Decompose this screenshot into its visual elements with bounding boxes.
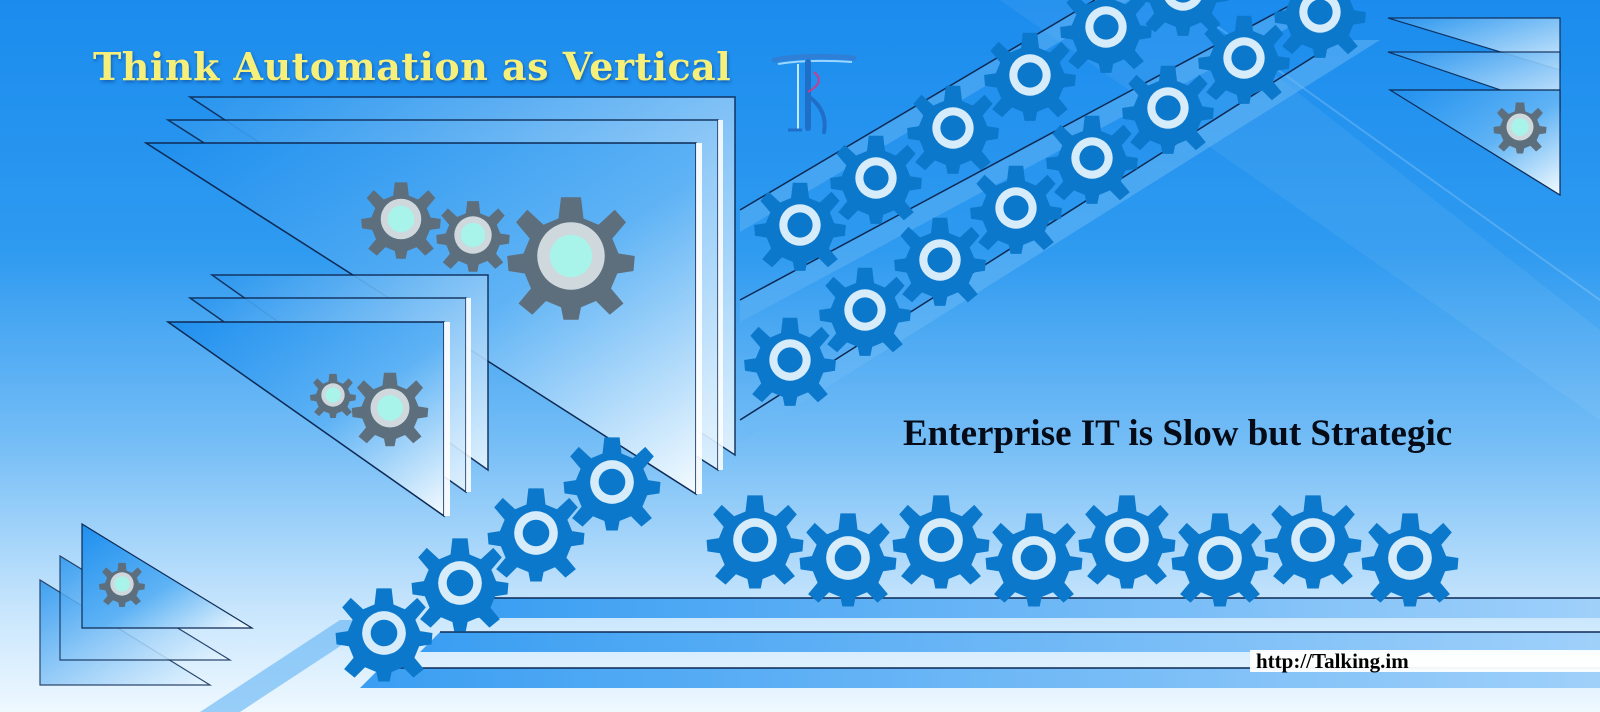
gear-icon xyxy=(1361,513,1459,607)
url-backing xyxy=(1250,650,1600,672)
gear-icon xyxy=(799,513,897,607)
small-glass-panels xyxy=(39,522,255,686)
gear-icon xyxy=(1171,513,1269,607)
gear-icon xyxy=(351,372,429,447)
gear-icon xyxy=(1198,15,1290,104)
gear-icon xyxy=(487,488,585,582)
gear-icon xyxy=(335,588,433,682)
tagline: Enterprise IT is Slow but Strategic xyxy=(903,413,1453,454)
corner-glass-panels xyxy=(1387,17,1561,197)
gear-icon xyxy=(754,182,846,271)
gear-icon xyxy=(1274,0,1366,58)
gear-icon xyxy=(99,562,145,607)
gear-icon xyxy=(1078,495,1176,589)
gear-icon xyxy=(970,165,1062,254)
gear-icon xyxy=(1060,0,1152,73)
gear-icon xyxy=(1046,115,1138,204)
gear-icon xyxy=(907,85,999,174)
blue-gear-chain-diagonal xyxy=(335,437,661,682)
gear-icon xyxy=(436,201,510,272)
gear-icon xyxy=(1122,65,1214,154)
gear-icon xyxy=(310,373,356,418)
grey-gears xyxy=(99,102,1547,607)
website-url: http://Talking.im xyxy=(1256,649,1409,673)
gear-icon xyxy=(411,538,509,632)
gear-icon xyxy=(1493,102,1547,154)
gear-icon xyxy=(819,267,911,356)
gear-icon xyxy=(563,437,661,531)
gear-icon xyxy=(985,513,1083,607)
gear-icon xyxy=(892,495,990,589)
headline: Think Automation as Vertical xyxy=(93,44,732,89)
gear-icon xyxy=(894,217,986,306)
gear-icon xyxy=(1137,0,1229,36)
gear-icon xyxy=(507,197,635,320)
gear-icon xyxy=(361,182,441,259)
it-monogram-logo xyxy=(771,53,857,134)
gear-icon xyxy=(706,495,804,589)
gear-icon xyxy=(984,32,1076,121)
gear-icon xyxy=(830,135,922,224)
blue-gear-chain-upper xyxy=(754,0,1229,271)
gear-icon xyxy=(1264,495,1362,589)
gear-icon xyxy=(744,317,836,406)
blue-gear-chain-horizontal xyxy=(706,495,1459,607)
blue-gear-chain-middle xyxy=(744,0,1366,406)
